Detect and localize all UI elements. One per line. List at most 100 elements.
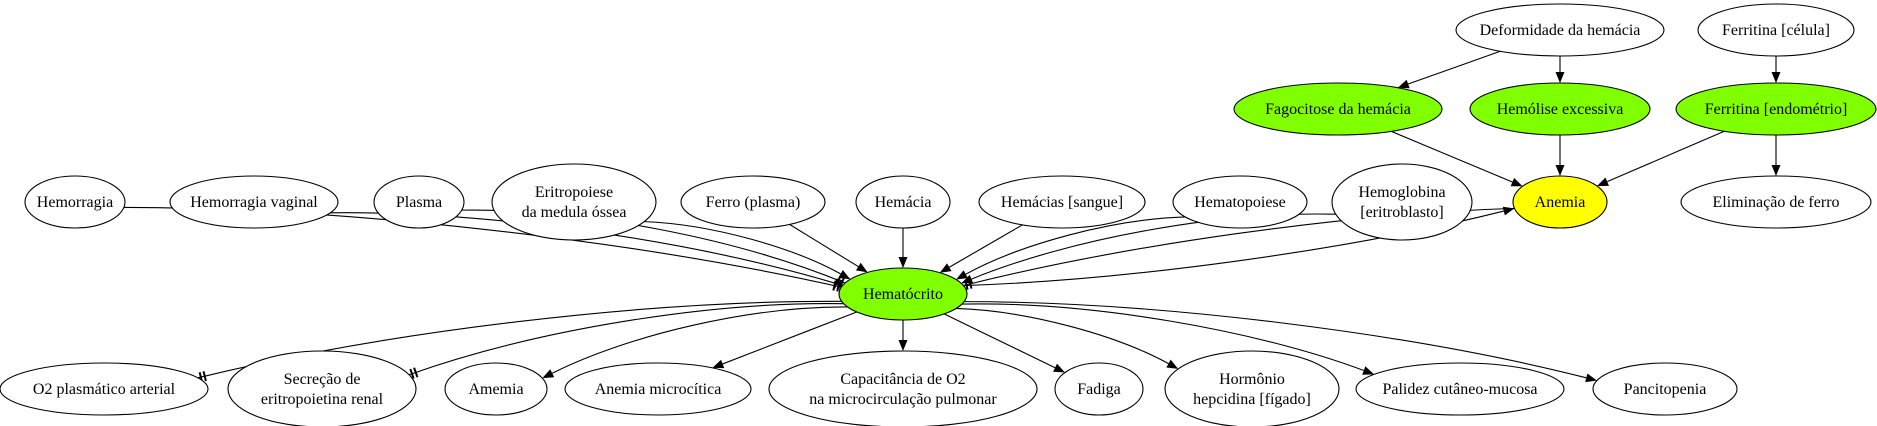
node-plasma[interactable]: Plasma bbox=[373, 175, 465, 229]
arrowhead-icon bbox=[1397, 79, 1410, 89]
node-ellipse bbox=[855, 175, 951, 229]
node-fagocitose[interactable]: Fagocitose da hemácia bbox=[1233, 82, 1443, 136]
node-ellipse bbox=[1172, 175, 1308, 229]
edges-layer bbox=[123, 50, 1781, 383]
node-label: Palidez cutâneo-mucosa bbox=[1382, 381, 1537, 398]
node-fadiga[interactable]: Fadiga bbox=[1054, 362, 1144, 416]
node-eritropoiese[interactable]: Eritropoiese da medula óssea bbox=[491, 163, 657, 241]
edge-line bbox=[408, 303, 844, 376]
node-ellipse bbox=[838, 267, 968, 321]
node-label: da medula óssea bbox=[522, 204, 627, 221]
node-ellipse bbox=[373, 175, 465, 229]
node-label: Hemorragia bbox=[37, 194, 113, 211]
node-label: Eritropoiese bbox=[535, 184, 613, 201]
node-hemacia[interactable]: Hemácia bbox=[855, 175, 951, 229]
tee-bar-icon bbox=[964, 279, 969, 290]
edge-line bbox=[949, 224, 1023, 268]
node-label: Hematopoiese bbox=[1194, 194, 1286, 211]
node-label: Fadiga bbox=[1077, 381, 1121, 398]
arrowhead-icon bbox=[1555, 72, 1565, 83]
node-label: Hemoglobina bbox=[1358, 184, 1445, 201]
node-ellipse bbox=[1675, 82, 1877, 136]
node-hemorragia[interactable]: Hemorragia bbox=[24, 175, 126, 229]
arrowhead-icon bbox=[1502, 206, 1515, 216]
node-anemia-microcitica[interactable]: Anemia microcítica bbox=[564, 362, 752, 416]
tee-bar-icon bbox=[202, 371, 207, 382]
arrowhead-icon bbox=[838, 269, 851, 280]
edge-hematocrito-to-capacitancia bbox=[898, 320, 908, 351]
arrowhead-icon bbox=[542, 369, 555, 379]
edge-ferritina-endometrio-to-anemia bbox=[1597, 130, 1725, 187]
node-label: Ferritina [endométrio] bbox=[1705, 101, 1848, 118]
node-o2-plasmatico[interactable]: O2 plasmático arterial bbox=[0, 362, 209, 416]
node-label: Ferro (plasma) bbox=[706, 194, 801, 211]
node-hemorragia-vaginal[interactable]: Hemorragia vaginal bbox=[169, 175, 339, 229]
node-ferritina-endometrio[interactable]: Ferritina [endométrio] bbox=[1675, 82, 1877, 136]
nodes-layer: Deformidade da hemácia Ferritina [célula]… bbox=[0, 3, 1877, 426]
node-label: Hemácia bbox=[875, 194, 932, 211]
edge-hematocrito-to-fadiga bbox=[943, 313, 1065, 373]
tee-bar-icon bbox=[409, 368, 415, 379]
edge-line bbox=[1391, 130, 1513, 183]
edge-line bbox=[961, 303, 1364, 372]
node-label: hepcidina [fígado] bbox=[1193, 391, 1311, 408]
edge-hematocrito-to-hormonio bbox=[956, 307, 1179, 369]
node-hemacias-sangue[interactable]: Hemácias [sangue] bbox=[978, 175, 1146, 229]
node-ellipse bbox=[169, 175, 339, 229]
node-ellipse bbox=[24, 175, 126, 229]
arrowhead-icon bbox=[1771, 165, 1781, 176]
node-hemoglobina[interactable]: Hemoglobina [eritroblasto] bbox=[1331, 163, 1473, 241]
node-label: Plasma bbox=[396, 194, 442, 211]
edge-hematopoiese-to-hematocrito bbox=[956, 216, 1186, 280]
node-hematopoiese[interactable]: Hematopoiese bbox=[1172, 175, 1308, 229]
node-label: Hemorragia vaginal bbox=[190, 194, 318, 211]
edge-hematocrito-to-pancitopenia bbox=[964, 301, 1597, 383]
node-hematocrito[interactable]: Hematócrito bbox=[838, 267, 968, 321]
edge-ferro-plasma-to-hematocrito bbox=[789, 223, 868, 273]
node-eliminacao-ferro[interactable]: Eliminação de ferro bbox=[1680, 175, 1872, 229]
node-amemia[interactable]: Amemia bbox=[444, 362, 548, 416]
node-label: Deformidade da hemácia bbox=[1480, 22, 1641, 39]
tee-bar-icon bbox=[968, 278, 973, 289]
node-label: Pancitopenia bbox=[1624, 381, 1707, 398]
edge-hematocrito-to-secrecao bbox=[408, 303, 844, 379]
node-label: Hematócrito bbox=[863, 286, 943, 303]
arrowhead-icon bbox=[855, 262, 868, 273]
node-ellipse bbox=[491, 163, 657, 241]
node-ellipse bbox=[1355, 362, 1565, 416]
node-ellipse bbox=[1512, 175, 1608, 229]
node-ellipse bbox=[1680, 175, 1872, 229]
node-ferritina-celula[interactable]: Ferritina [célula] bbox=[1697, 3, 1855, 57]
edge-line bbox=[964, 301, 1587, 379]
node-ellipse bbox=[227, 350, 417, 426]
arrowhead-icon bbox=[1555, 165, 1565, 176]
tee-bar-icon bbox=[839, 276, 846, 287]
node-ellipse bbox=[1233, 82, 1443, 136]
edge-line bbox=[943, 313, 1056, 369]
node-label: [eritroblasto] bbox=[1360, 204, 1444, 221]
node-palidez[interactable]: Palidez cutâneo-mucosa bbox=[1355, 362, 1565, 416]
node-deformidade[interactable]: Deformidade da hemácia bbox=[1455, 3, 1665, 57]
edge-line bbox=[956, 307, 1169, 365]
edge-line bbox=[644, 221, 841, 275]
arrowhead-icon bbox=[939, 263, 952, 273]
edge-hemacia-to-hematocrito bbox=[898, 228, 908, 268]
node-hemolise[interactable]: Hemólise excessiva bbox=[1469, 82, 1651, 136]
node-ellipse bbox=[1054, 362, 1144, 416]
edge-line bbox=[1407, 50, 1501, 85]
node-pancitopenia[interactable]: Pancitopenia bbox=[1592, 362, 1738, 416]
arrowhead-icon bbox=[956, 270, 968, 280]
node-ellipse bbox=[978, 175, 1146, 229]
node-ferro-plasma[interactable]: Ferro (plasma) bbox=[680, 175, 826, 229]
node-ellipse bbox=[1164, 350, 1340, 426]
edge-line bbox=[1606, 130, 1725, 183]
node-ellipse bbox=[1331, 163, 1473, 241]
node-anemia[interactable]: Anemia bbox=[1512, 175, 1608, 229]
node-ellipse bbox=[444, 362, 548, 416]
node-label: Fagocitose da hemácia bbox=[1265, 101, 1411, 118]
arrowhead-icon bbox=[1166, 359, 1179, 369]
